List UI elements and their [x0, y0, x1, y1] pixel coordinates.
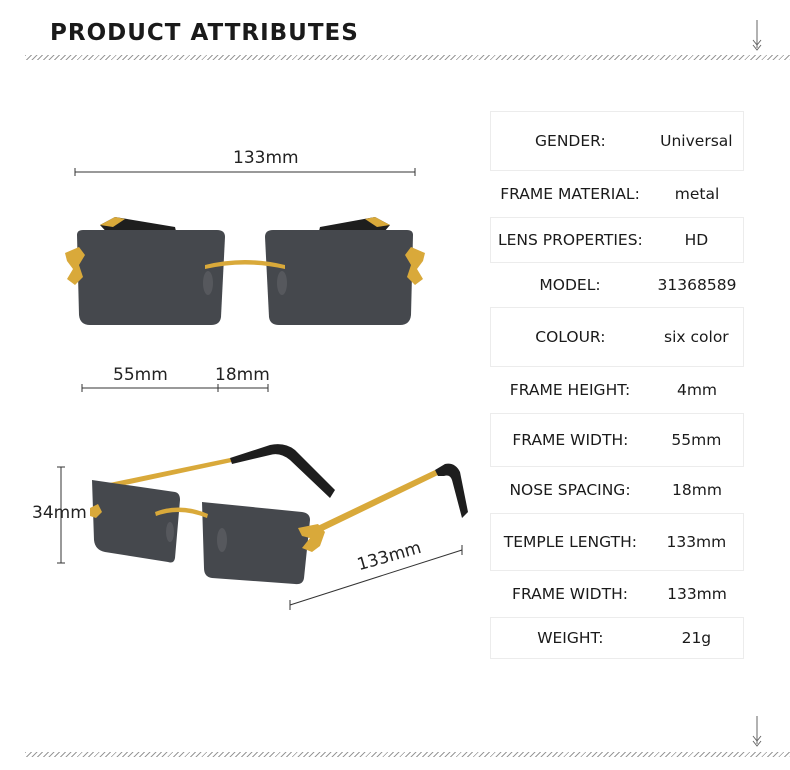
attribute-value: 31368589	[657, 276, 737, 294]
attribute-label: FRAME MATERIAL:	[500, 185, 640, 203]
attribute-value: 4mm	[676, 381, 718, 399]
lens-width-label: 55mm	[113, 365, 168, 385]
attribute-value: HD	[684, 231, 709, 249]
attribute-row: GENDER: Universal	[490, 111, 744, 171]
sunglasses-front-image	[65, 217, 425, 325]
attribute-label: FRAME HEIGHT:	[509, 381, 631, 399]
attribute-label: NOSE SPACING:	[509, 481, 631, 499]
attribute-row: MODEL: 31368589	[490, 263, 744, 307]
attribute-value: 55mm	[671, 431, 722, 449]
attribute-row: COLOUR: six color	[490, 307, 744, 367]
chevron-down-icon	[752, 716, 762, 747]
attribute-value: Universal	[660, 132, 733, 150]
lens-height-line	[57, 466, 65, 564]
side-width-line	[289, 545, 463, 610]
attribute-row: FRAME WIDTH: 133mm	[490, 571, 744, 617]
sunglasses-side-image	[90, 444, 468, 585]
attribute-label: TEMPLE LENGTH:	[503, 533, 637, 551]
attribute-label: GENDER:	[535, 132, 606, 150]
attribute-label: MODEL:	[539, 276, 601, 294]
front-width-label: 133mm	[233, 148, 299, 168]
attribute-row: WEIGHT: 21g	[490, 617, 744, 659]
attribute-row: NOSE SPACING: 18mm	[490, 467, 744, 513]
lens-bridge-lines	[81, 384, 269, 392]
footer-divider	[25, 752, 790, 757]
attribute-value: six color	[664, 328, 729, 346]
attribute-label: COLOUR:	[535, 328, 606, 346]
page-title: PRODUCT ATTRIBUTES	[50, 20, 359, 46]
attribute-label: LENS PROPERTIES:	[497, 231, 643, 249]
attribute-value: 133mm	[666, 533, 727, 551]
attribute-row: LENS PROPERTIES: HD	[490, 217, 744, 263]
front-width-line	[74, 168, 416, 176]
bridge-width-label: 18mm	[215, 365, 270, 385]
header-divider	[25, 55, 790, 60]
attribute-value: 21g	[681, 629, 712, 647]
attribute-value: 133mm	[667, 585, 727, 603]
chevron-down-icon	[752, 20, 762, 51]
attribute-row: TEMPLE LENGTH: 133mm	[490, 513, 744, 571]
lens-height-label: 34mm	[32, 503, 87, 523]
attribute-value: 18mm	[672, 481, 722, 499]
attribute-row: FRAME WIDTH: 55mm	[490, 413, 744, 467]
attribute-row: FRAME HEIGHT: 4mm	[490, 367, 744, 413]
attribute-value: metal	[674, 185, 720, 203]
attribute-row: FRAME MATERIAL: metal	[490, 171, 744, 217]
attribute-label: FRAME WIDTH:	[512, 585, 628, 603]
attribute-label: FRAME WIDTH:	[512, 431, 629, 449]
attribute-label: WEIGHT:	[537, 629, 604, 647]
